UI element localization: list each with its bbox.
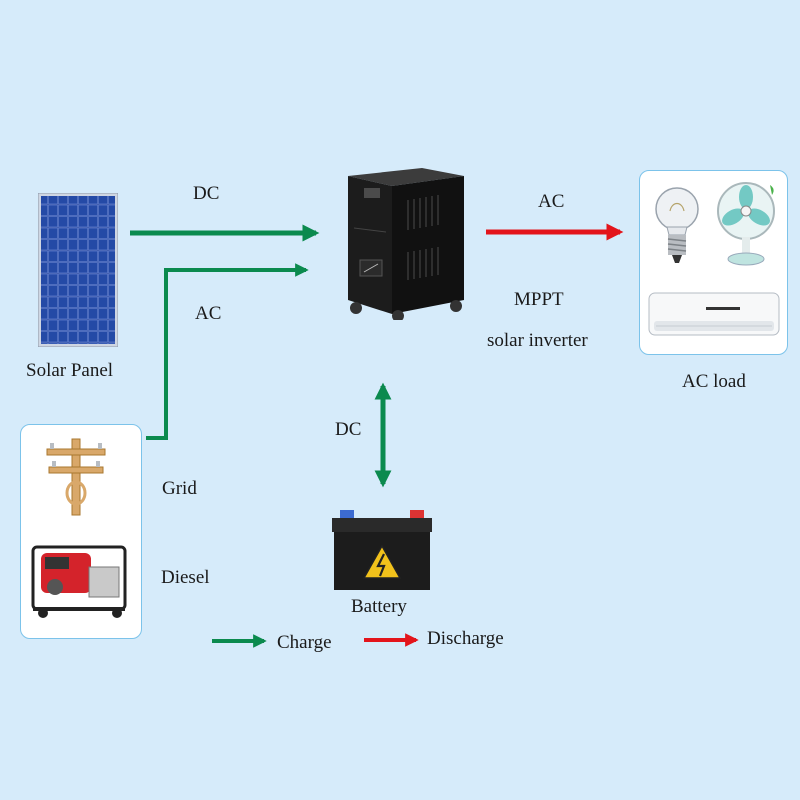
ac-load-label: AC load bbox=[682, 371, 746, 392]
ac-charge-arrow bbox=[146, 263, 309, 440]
grid-label: Grid bbox=[162, 478, 197, 499]
solar-panel-icon bbox=[38, 193, 118, 347]
fan-icon bbox=[712, 179, 780, 271]
air-conditioner-icon bbox=[648, 291, 780, 339]
dc-label-top: DC bbox=[193, 183, 220, 204]
utility-pole-icon bbox=[41, 435, 111, 517]
ac-output-label: AC bbox=[538, 191, 565, 212]
light-bulb-icon bbox=[652, 183, 702, 269]
legend-discharge-label: Discharge bbox=[427, 628, 504, 649]
grid-diesel-box bbox=[20, 424, 142, 639]
dc-battery-label: DC bbox=[335, 419, 362, 440]
inverter-icon bbox=[336, 168, 470, 320]
generator-icon bbox=[27, 541, 133, 619]
battery-icon bbox=[330, 510, 434, 592]
ac-load-box bbox=[639, 170, 788, 355]
solar-inverter-label: solar inverter bbox=[487, 330, 588, 351]
ac-input-label: AC bbox=[195, 303, 222, 324]
legend-charge-label: Charge bbox=[277, 632, 332, 653]
solar-panel-label: Solar Panel bbox=[26, 360, 114, 381]
diesel-label: Diesel bbox=[161, 567, 210, 588]
mppt-label: MPPT bbox=[514, 289, 564, 310]
battery-label: Battery bbox=[351, 596, 407, 617]
